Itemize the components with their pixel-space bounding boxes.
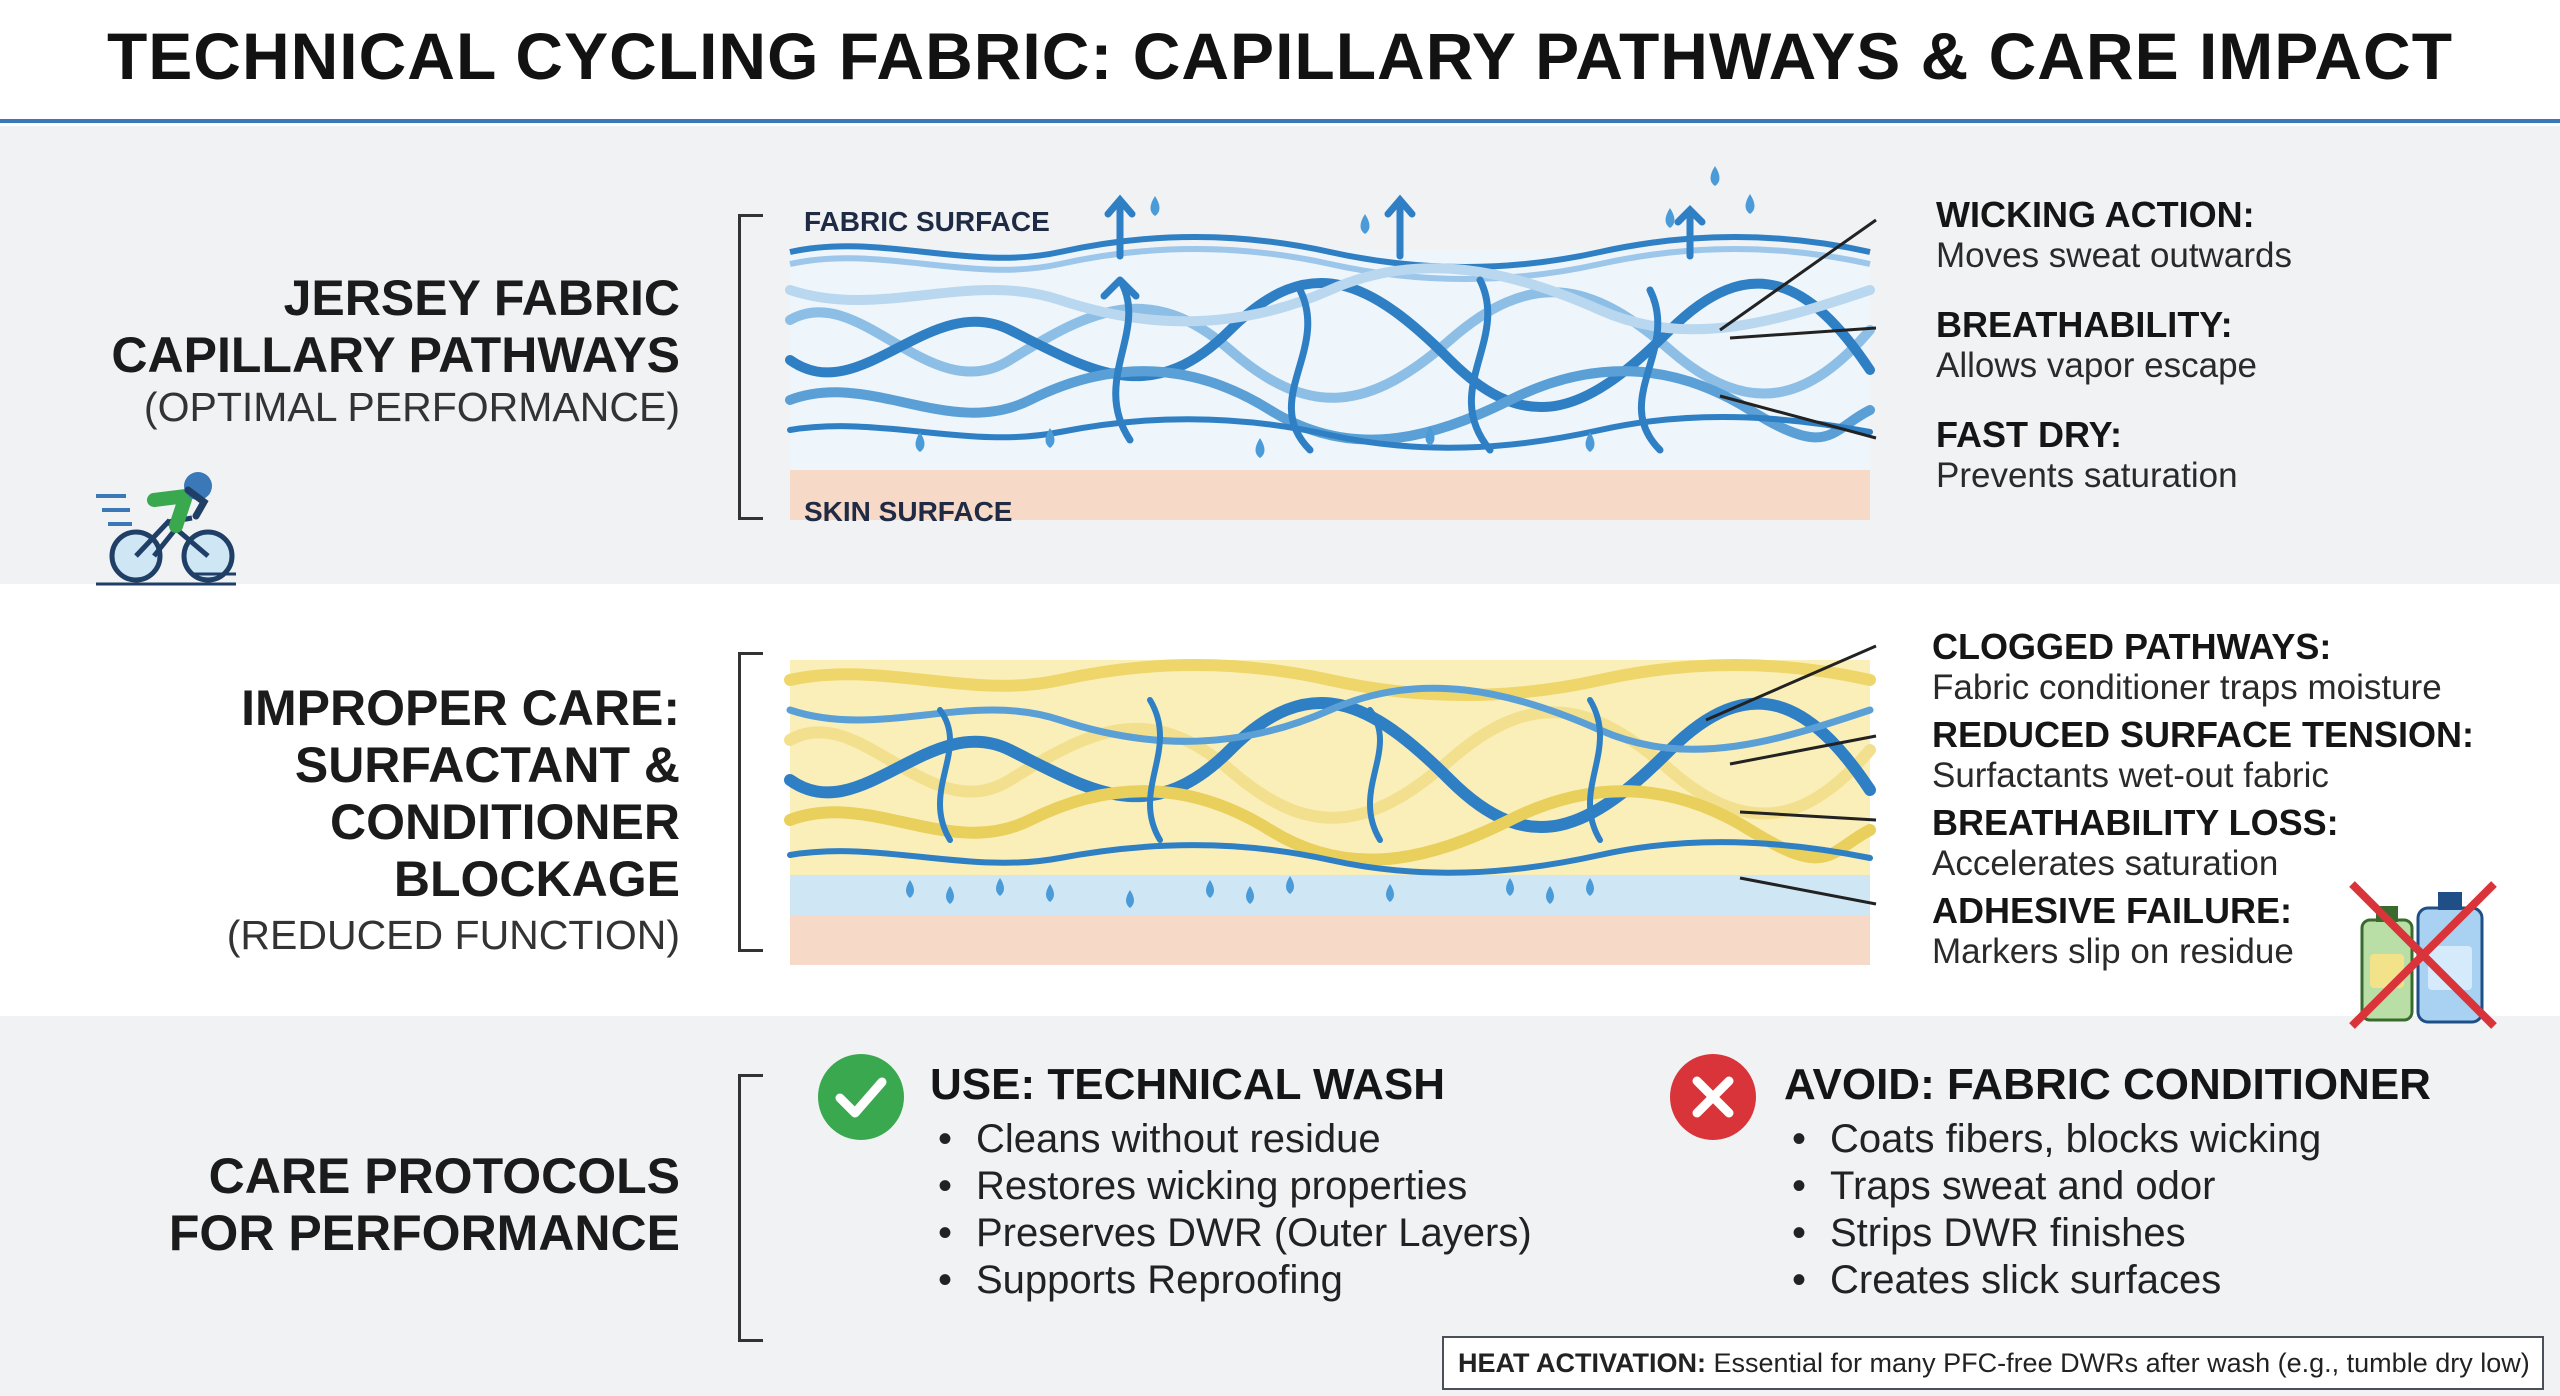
improper-care-fabric-diagram [784, 659, 1876, 965]
list-item: Coats fibers, blocks wicking [1784, 1116, 2431, 1163]
section1-leader-lines [1719, 218, 1877, 440]
label-desc: Surfactants wet-out fabric [1932, 756, 2329, 795]
label-desc: Moves sweat outwards [1936, 236, 2292, 275]
section2-subheading: (REDUCED FUNCTION) [226, 912, 680, 958]
section1-bracket [738, 214, 763, 520]
section1-heading: JERSEY FABRIC CAPILLARY PATHWAYS [111, 270, 680, 384]
section1-heading-line: CAPILLARY PATHWAYS [111, 327, 680, 383]
list-item: Preserves DWR (Outer Layers) [930, 1210, 1532, 1257]
use-technical-wash-panel: USE: TECHNICAL WASH Cleans without resid… [930, 1060, 1532, 1304]
skin-surface-label: SKIN SURFACE [804, 496, 1013, 527]
section2-heading-line: CONDITIONER [330, 794, 680, 850]
avoid-title: AVOID: FABRIC CONDITIONER [1784, 1060, 2431, 1109]
list-item: Restores wicking properties [930, 1163, 1532, 1210]
list-item: Creates slick surfaces [1784, 1257, 2431, 1304]
section2-heading-line: SURFACTANT & [294, 737, 680, 793]
section3-heading-line: CARE PROTOCOLS [208, 1148, 680, 1204]
section1-subheading: (OPTIMAL PERFORMANCE) [143, 384, 680, 430]
optimal-fabric-diagram [785, 166, 1875, 520]
label-desc: Markers slip on residue [1932, 932, 2294, 971]
label-breathability: BREATHABILITY: Allows vapor escape [1936, 304, 2257, 386]
label-breathability-loss: BREATHABILITY LOSS: Accelerates saturati… [1932, 802, 2339, 884]
label-fast-dry: FAST DRY: Prevents saturation [1936, 414, 2238, 496]
cross-icon [1670, 1054, 1756, 1140]
list-item: Traps sweat and odor [1784, 1163, 2431, 1210]
label-desc: Allows vapor escape [1936, 346, 2257, 385]
section2-heading-line: IMPROPER CARE: [241, 680, 680, 736]
section2-leader-lines [1705, 644, 1877, 906]
avoid-fabric-conditioner-panel: AVOID: FABRIC CONDITIONER Coats fibers, … [1784, 1060, 2431, 1304]
label-desc: Fabric conditioner traps moisture [1932, 668, 2442, 707]
label-adhesive-failure: ADHESIVE FAILURE: Markers slip on residu… [1932, 890, 2294, 972]
list-item: Strips DWR finishes [1784, 1210, 2431, 1257]
section2-heading-line: BLOCKAGE [393, 851, 680, 907]
label-title: ADHESIVE FAILURE: [1932, 890, 2293, 931]
check-icon [818, 1054, 904, 1140]
cyclist-icon [96, 472, 236, 586]
section2-bracket [738, 652, 763, 952]
label-title: BREATHABILITY LOSS: [1932, 802, 2339, 843]
use-list: Cleans without residue Restores wicking … [930, 1116, 1532, 1304]
label-wicking-action: WICKING ACTION: Moves sweat outwards [1936, 194, 2292, 276]
section1-heading-line: JERSEY FABRIC [283, 270, 680, 326]
label-desc: Accelerates saturation [1932, 844, 2279, 883]
label-title: CLOGGED PATHWAYS: [1932, 626, 2332, 667]
note-text: Essential for many PFC-free DWRs after w… [1705, 1348, 2530, 1378]
label-clogged-pathways: CLOGGED PATHWAYS: Fabric conditioner tra… [1932, 626, 2442, 708]
title-divider [0, 119, 2560, 123]
label-title: FAST DRY: [1936, 414, 2122, 455]
avoid-list: Coats fibers, blocks wicking Traps sweat… [1784, 1116, 2431, 1304]
page-title: TECHNICAL CYCLING FABRIC: CAPILLARY PATH… [106, 19, 2454, 93]
label-title: BREATHABILITY: [1936, 304, 2233, 345]
label-title: WICKING ACTION: [1936, 194, 2255, 235]
label-reduced-surface-tension: REDUCED SURFACE TENSION: Surfactants wet… [1932, 714, 2474, 796]
detergent-bottles-icon [2349, 881, 2497, 1029]
label-desc: Prevents saturation [1936, 456, 2238, 495]
note-label: HEAT ACTIVATION: [1458, 1348, 1706, 1378]
section2-heading: IMPROPER CARE: SURFACTANT & CONDITIONER … [241, 680, 680, 908]
section3-bracket [738, 1074, 763, 1342]
section3-heading-line: FOR PERFORMANCE [168, 1205, 680, 1261]
heat-activation-note: HEAT ACTIVATION: Essential for many PFC-… [1442, 1336, 2544, 1390]
list-item: Cleans without residue [930, 1116, 1532, 1163]
fabric-surface-label: FABRIC SURFACE [804, 206, 1050, 237]
use-title: USE: TECHNICAL WASH [930, 1060, 1445, 1109]
list-item: Supports Reproofing [930, 1257, 1532, 1304]
label-title: REDUCED SURFACE TENSION: [1932, 714, 2475, 755]
section3-heading: CARE PROTOCOLS FOR PERFORMANCE [169, 1148, 680, 1262]
